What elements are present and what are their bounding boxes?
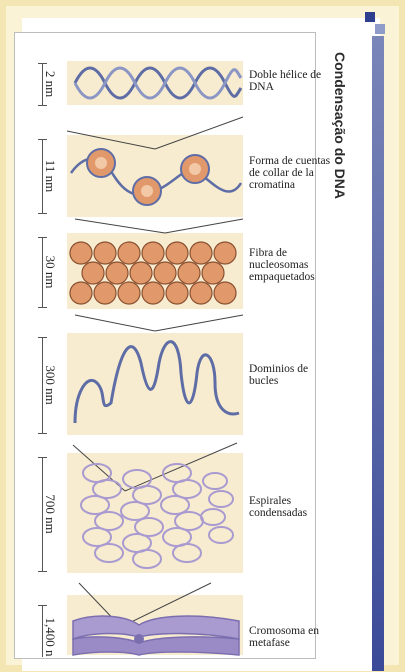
loop-domains-drawing bbox=[75, 342, 239, 423]
diagram-panel: 2 nm 11 nm 30 nm 300 nm 700 nm 1,400 n bbox=[14, 32, 316, 659]
label-nucleosome-fiber: Fibra de nucleosomas empaquetados bbox=[249, 247, 335, 283]
condensed-spirals-drawing bbox=[81, 464, 233, 568]
deco-square bbox=[365, 12, 375, 22]
metaphase-chromosome-drawing bbox=[73, 616, 239, 655]
decorative-bar bbox=[372, 36, 384, 671]
label-double-helix: Doble hélice de DNA bbox=[249, 69, 335, 93]
label-condensed-spirals: Espirales condensadas bbox=[249, 495, 335, 519]
condensation-illustration bbox=[15, 33, 315, 658]
bead-string-drawing bbox=[71, 149, 241, 205]
deco-square bbox=[375, 24, 385, 34]
label-metaphase-chromosome: Cromosoma en metafase bbox=[249, 625, 335, 649]
double-helix-drawing bbox=[75, 68, 241, 98]
nucleosome-fiber-drawing bbox=[70, 242, 236, 304]
label-beads-chromatin: Forma de cuentas de collar de la cromati… bbox=[249, 155, 335, 191]
label-loop-domains: Dominios de bucles bbox=[249, 363, 335, 387]
